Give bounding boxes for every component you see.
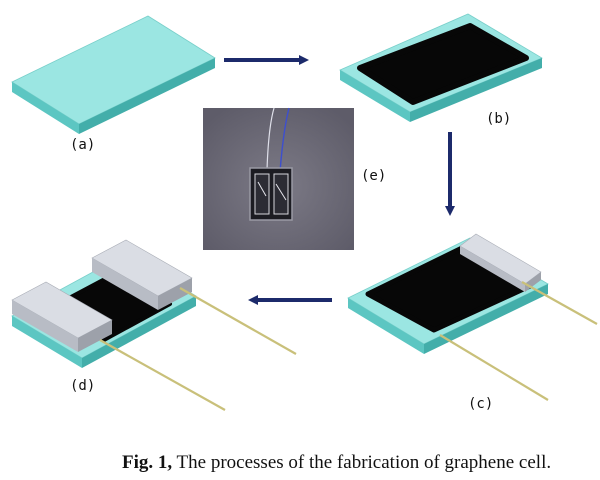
- panel-b-label: (b): [486, 111, 511, 127]
- caption-text: The processes of the fabrication of grap…: [172, 452, 551, 473]
- panel-d-full-cell: [12, 240, 296, 410]
- panel-d-label: (d): [70, 378, 95, 394]
- panel-a-label: (a): [70, 137, 95, 153]
- panel-c-one-electrode: [348, 234, 597, 400]
- figure-caption: Fig. 1, The processes of the fabrication…: [122, 452, 551, 474]
- lead-wire: [180, 288, 296, 354]
- panel-c-label: (c): [468, 396, 493, 412]
- panel-a-substrate: [12, 16, 215, 134]
- lead-wire: [440, 335, 548, 400]
- panel-e-label: (e): [361, 168, 386, 184]
- lead-wire: [522, 282, 597, 324]
- figure-number: Fig. 1,: [122, 452, 172, 473]
- panel-e-photo: [203, 108, 354, 250]
- panel-b-graphene-substrate: [340, 14, 542, 122]
- lead-wire: [100, 340, 225, 410]
